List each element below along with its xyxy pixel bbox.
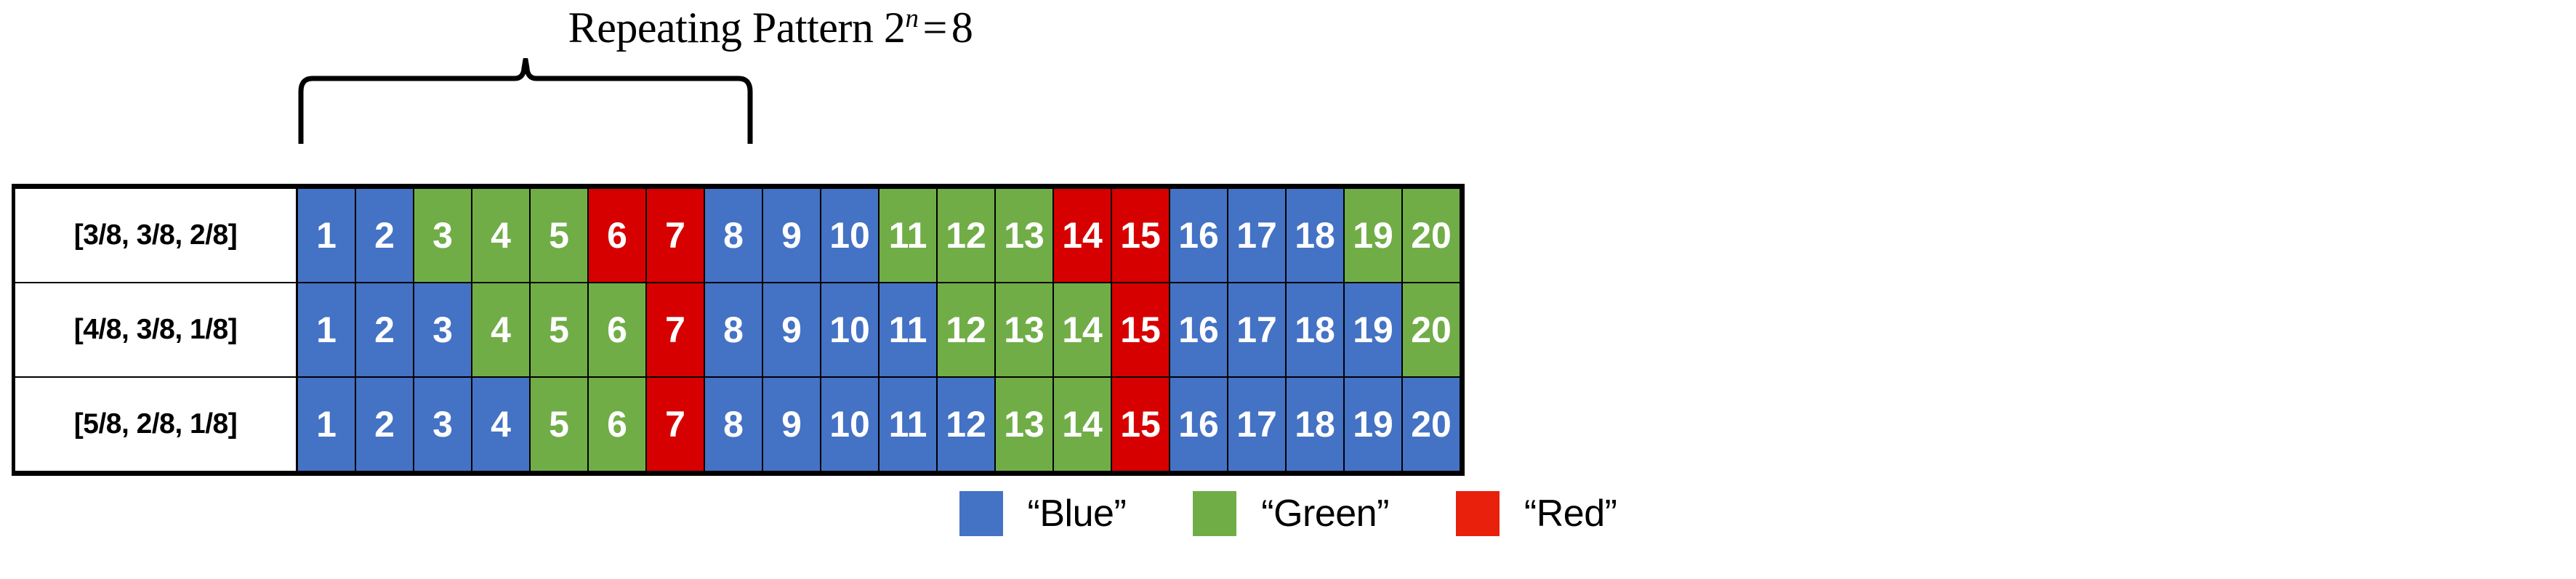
pattern-cell: 14 <box>1052 187 1112 283</box>
legend-item-red: “Red” <box>1455 491 1617 536</box>
pattern-cell: 16 <box>1169 187 1228 283</box>
legend-label-red: “Red” <box>1524 493 1617 535</box>
pattern-cell: 7 <box>645 376 705 472</box>
pattern-cell: 11 <box>878 187 938 283</box>
title-base: 2 <box>883 4 906 52</box>
diagram-title-container: Repeating Pattern 2n=8 <box>407 3 1134 53</box>
pattern-cell: 9 <box>762 376 821 472</box>
pattern-cell: 9 <box>762 282 821 378</box>
legend-swatch-green-icon <box>1193 491 1237 536</box>
pattern-cell: 20 <box>1401 282 1461 378</box>
pattern-cell: 2 <box>355 282 414 378</box>
pattern-cell: 5 <box>529 187 589 283</box>
pattern-cell: 4 <box>471 376 531 472</box>
pattern-cell: 8 <box>704 282 763 378</box>
pattern-cell: 15 <box>1111 187 1170 283</box>
legend-swatch-blue-icon <box>959 491 1003 536</box>
legend-swatch-red-icon <box>1455 491 1500 536</box>
pattern-cell: 14 <box>1052 376 1112 472</box>
pattern-cell: 2 <box>355 187 414 283</box>
pattern-cell: 6 <box>587 282 647 378</box>
pattern-cell: 6 <box>587 187 647 283</box>
pattern-cell: 11 <box>878 282 938 378</box>
pattern-cell: 19 <box>1343 376 1403 472</box>
pattern-cell: 11 <box>878 376 938 472</box>
row-label: [5/8, 2/8, 1/8] <box>15 376 298 472</box>
pattern-cell: 18 <box>1285 376 1345 472</box>
pattern-cell: 17 <box>1227 282 1287 378</box>
pattern-cell: 4 <box>471 187 531 283</box>
title-equals: = <box>922 4 947 52</box>
pattern-cell: 3 <box>413 187 472 283</box>
pattern-cell: 10 <box>820 282 880 378</box>
pattern-cell: 5 <box>529 282 589 378</box>
pattern-cell: 16 <box>1169 282 1228 378</box>
pattern-cell: 12 <box>936 376 996 472</box>
pattern-cell: 5 <box>529 376 589 472</box>
pattern-cell: 7 <box>645 282 705 378</box>
pattern-cell: 17 <box>1227 376 1287 472</box>
pattern-cell: 8 <box>704 376 763 472</box>
pattern-cell: 1 <box>296 187 356 283</box>
pattern-cell: 12 <box>936 187 996 283</box>
pattern-cell: 3 <box>413 376 472 472</box>
row-label: [4/8, 3/8, 1/8] <box>15 282 298 378</box>
pattern-cell: 9 <box>762 187 821 283</box>
pattern-cell: 6 <box>587 376 647 472</box>
pattern-cell: 15 <box>1111 376 1170 472</box>
legend-item-blue: “Blue” <box>959 491 1127 536</box>
pattern-cell: 15 <box>1111 282 1170 378</box>
pattern-cell: 7 <box>645 187 705 283</box>
pattern-cell: 16 <box>1169 376 1228 472</box>
pattern-cell: 13 <box>994 282 1054 378</box>
pattern-cell: 18 <box>1285 187 1345 283</box>
legend-label-blue: “Blue” <box>1027 493 1127 535</box>
pattern-cell: 8 <box>704 187 763 283</box>
pattern-cell: 19 <box>1343 187 1403 283</box>
pattern-cell: 4 <box>471 282 531 378</box>
color-legend: “Blue” “Green” “Red” <box>0 491 2576 536</box>
row-label: [3/8, 3/8, 2/8] <box>15 187 298 283</box>
pattern-cell: 1 <box>296 282 356 378</box>
repeating-pattern-brace <box>297 58 754 145</box>
pattern-cell: 17 <box>1227 187 1287 283</box>
title-value: 8 <box>951 4 973 52</box>
pattern-cell: 19 <box>1343 282 1403 378</box>
title-prefix: Repeating Pattern <box>568 4 884 52</box>
pattern-cell: 20 <box>1401 187 1461 283</box>
title-exponent: n <box>905 4 919 33</box>
legend-label-green: “Green” <box>1261 493 1389 535</box>
pattern-cell: 13 <box>994 376 1054 472</box>
pattern-cell: 14 <box>1052 282 1112 378</box>
pattern-cell: 1 <box>296 376 356 472</box>
page-title: Repeating Pattern 2n=8 <box>568 3 973 53</box>
pattern-cell: 10 <box>820 376 880 472</box>
pattern-cell: 13 <box>994 187 1054 283</box>
pattern-cell: 20 <box>1401 376 1461 472</box>
pattern-cell: 3 <box>413 282 472 378</box>
pattern-cell: 10 <box>820 187 880 283</box>
pattern-cell: 18 <box>1285 282 1345 378</box>
pattern-cell: 2 <box>355 376 414 472</box>
legend-item-green: “Green” <box>1193 491 1389 536</box>
pattern-cell: 12 <box>936 282 996 378</box>
